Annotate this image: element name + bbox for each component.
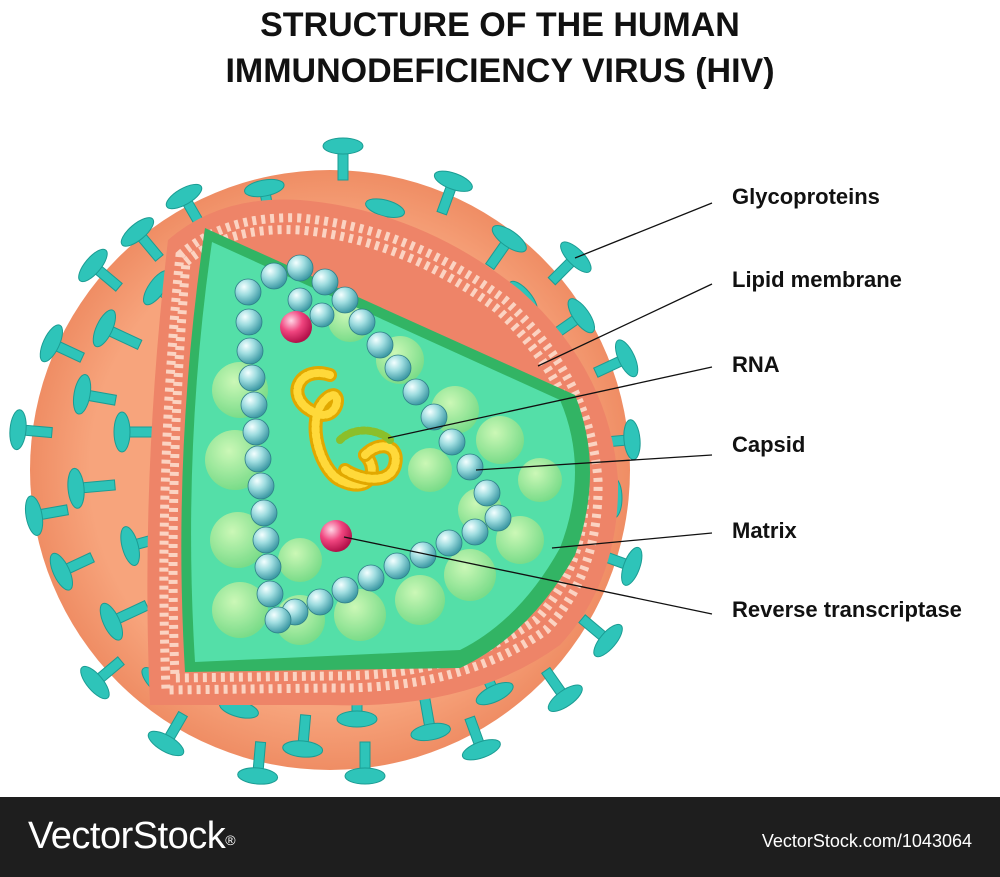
- leader-lines: [343, 202, 713, 615]
- leader-reverse-transcriptase: [343, 536, 713, 615]
- label-rna: RNA: [732, 352, 780, 377]
- leader-capsid: [475, 454, 713, 471]
- brand-name: VectorStock: [28, 815, 226, 857]
- label-capsid: Capsid: [732, 432, 806, 457]
- membrane-dots: [159, 213, 603, 695]
- label-glycoproteins: Glycoproteins: [732, 184, 880, 209]
- leader-matrix: [551, 532, 713, 549]
- diagram-title: STRUCTURE OF THE HUMAN IMMUNODEFICIENCY …: [0, 2, 1000, 94]
- leader-rna: [387, 366, 713, 439]
- hiv-diagram: [9, 137, 713, 785]
- image-credit[interactable]: VectorStock.com/1043064: [761, 831, 972, 851]
- label-matrix: Matrix: [732, 518, 797, 543]
- rna-strands: [290, 366, 403, 492]
- reverse-transcriptase-1: [280, 311, 312, 343]
- brand-logo[interactable]: VectorStock®: [28, 813, 236, 859]
- label-lipid-membrane: Lipid membrane: [732, 267, 902, 292]
- leader-glycoproteins: [574, 202, 713, 259]
- label-reverse-transcriptase: Reverse transcriptase: [732, 597, 962, 622]
- title-line-1: STRUCTURE OF THE HUMAN: [260, 6, 740, 44]
- footer-bar: VectorStock® VectorStock.com/1043064: [0, 797, 1000, 877]
- leader-lipid-membrane: [537, 283, 713, 367]
- capsid: [234, 254, 512, 634]
- title-line-2: IMMUNODEFICIENCY VIRUS (HIV): [225, 52, 775, 90]
- registered-mark: ®: [225, 832, 236, 848]
- reverse-transcriptase-2: [320, 520, 352, 552]
